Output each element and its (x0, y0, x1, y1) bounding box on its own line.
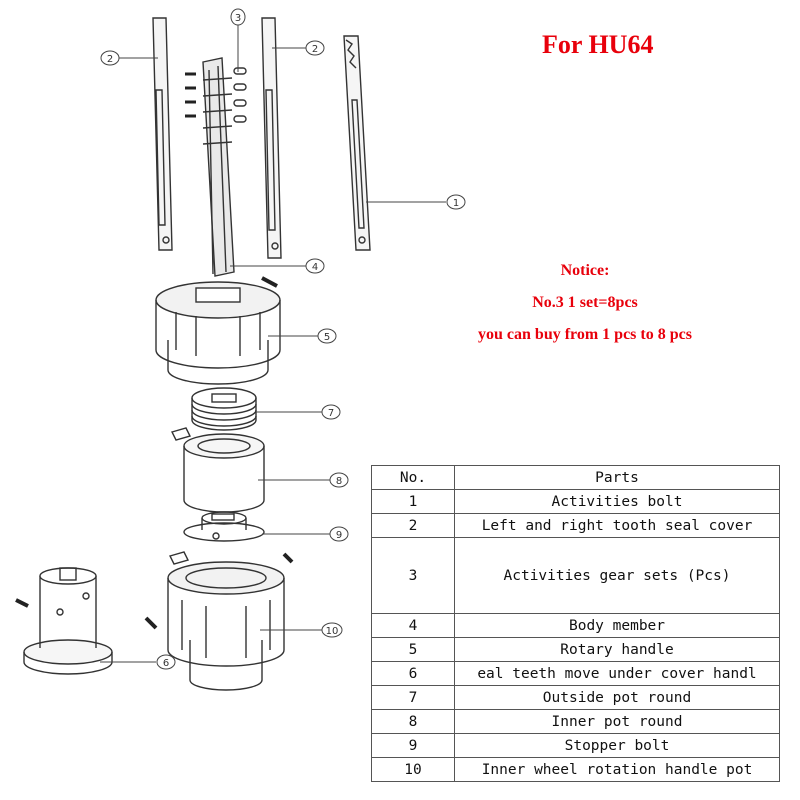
row-part: Inner pot round (454, 709, 780, 734)
part-6-seal-teeth-cover-handle (23, 567, 113, 675)
row-no: 10 (371, 757, 455, 782)
callout-bubble (305, 258, 325, 274)
callout-bubble (321, 404, 341, 420)
row-no: 1 (371, 489, 455, 514)
callout-label: 3 (235, 13, 241, 24)
column-header-parts: Parts (454, 465, 780, 490)
callout-bubble (156, 654, 176, 670)
notice-line-1: No.3 1 set=8pcs (532, 294, 638, 311)
row-part: Inner wheel rotation handle pot (454, 757, 780, 782)
row-part: Activities bolt (454, 489, 780, 514)
row-no: 3 (371, 537, 455, 614)
callout-label: 6 (163, 658, 169, 669)
callout-bubble (317, 328, 337, 344)
row-no: 5 (371, 637, 455, 662)
row-no: 8 (371, 709, 455, 734)
callout-label: 4 (312, 262, 318, 273)
row-part: Rotary handle (454, 637, 780, 662)
row-no: 2 (371, 513, 455, 538)
callout-bubble (446, 194, 466, 210)
row-no: 6 (371, 661, 455, 686)
part-3-gear-pins (185, 72, 196, 118)
row-part: Activities gear sets (Pcs) (454, 537, 780, 614)
notice-heading: Notice: (560, 262, 610, 279)
row-part: Body member (454, 613, 780, 638)
row-part: Left and right tooth seal cover (454, 513, 780, 538)
callout-bubble (230, 8, 246, 26)
callout-bubble (329, 472, 349, 488)
part-5-rotary-handle (155, 281, 281, 385)
part-10-inner-wheel-rotation-handle-pot (167, 561, 285, 691)
row-part: Stopper bolt (454, 733, 780, 758)
part-4-body-member (202, 57, 235, 277)
callout-label: 1 (453, 198, 459, 209)
part-3-springs (233, 67, 247, 123)
row-no: 7 (371, 685, 455, 710)
callout-label: 7 (328, 408, 334, 419)
part-2-right-plate (261, 17, 282, 259)
part-7-outside-pot-round (191, 387, 257, 431)
callout-label: 8 (336, 476, 342, 487)
part-2-left-plate (152, 17, 173, 251)
row-part: Outside pot round (454, 685, 780, 710)
row-no: 4 (371, 613, 455, 638)
callout-label: 5 (324, 332, 330, 343)
callout-label: 9 (336, 530, 342, 541)
part-1-activities-bolt (343, 35, 371, 251)
part-9-stopper-bolt (183, 511, 265, 542)
callout-bubble (329, 526, 349, 542)
row-no: 9 (371, 733, 455, 758)
page-title: For HU64 (542, 30, 654, 59)
row-part: eal teeth move under cover handl (454, 661, 780, 686)
column-header-no: No. (371, 465, 455, 490)
callout-bubble (305, 40, 325, 56)
callout-label: 2 (312, 44, 318, 55)
callout-bubble (100, 50, 120, 66)
notice-line-2: you can buy from 1 pcs to 8 pcs (478, 326, 692, 343)
callout-label: 10 (326, 626, 339, 637)
callout-bubble (321, 622, 343, 638)
part-8-inner-pot-round (183, 433, 265, 513)
callout-label: 2 (107, 54, 113, 65)
